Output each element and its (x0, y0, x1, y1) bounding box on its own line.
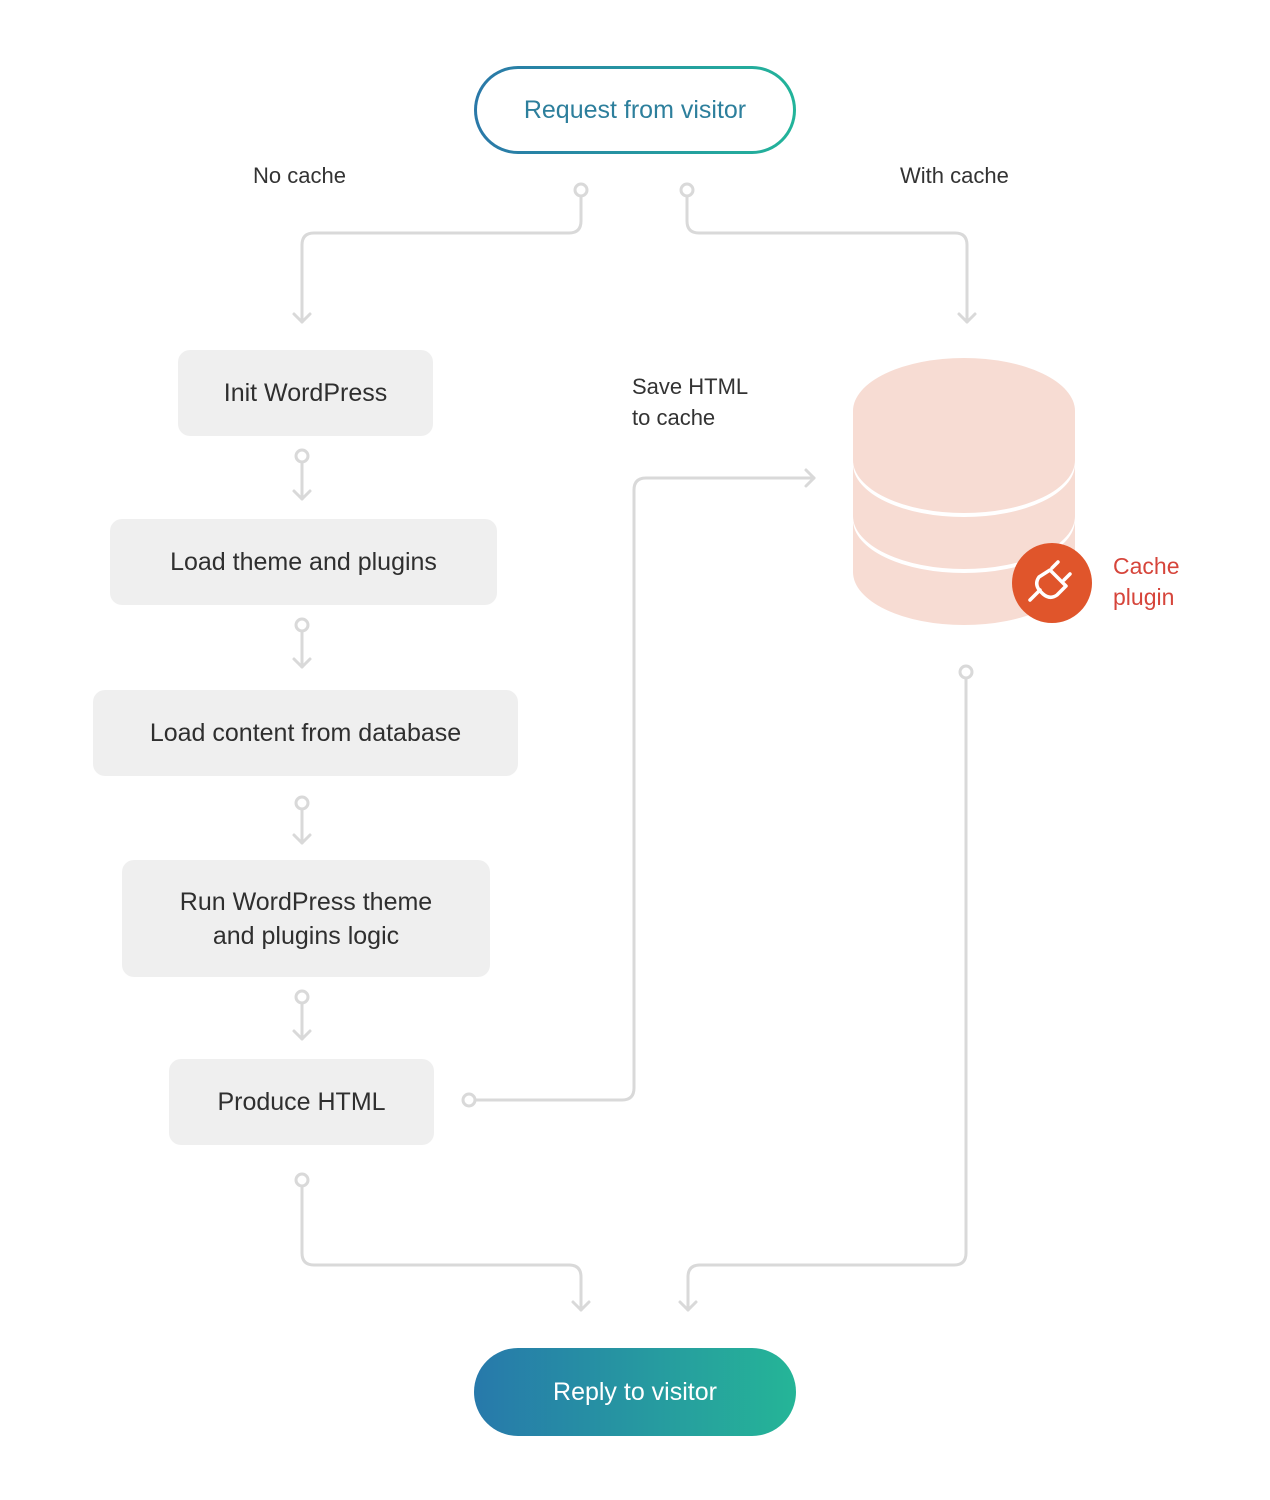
connector-dot (294, 448, 310, 464)
with-cache-label: With cache (900, 163, 1009, 188)
connector-dot (958, 664, 974, 680)
plug-icon (1012, 543, 1092, 623)
reply-to-visitor-label: Reply to visitor (553, 1377, 717, 1406)
request-from-visitor-label: Request from visitor (477, 69, 793, 151)
arrowhead-step-4-5 (292, 1029, 312, 1041)
step-load-content-from-database: Load content from database (93, 690, 518, 776)
step-run-wordpress-logic: Run WordPress theme and plugins logic (122, 860, 490, 977)
database-layer-middle (853, 464, 1075, 569)
arrowhead-step-1-2 (292, 489, 312, 501)
connector-dot (294, 795, 310, 811)
cache-plugin-line-1: Cache (1113, 553, 1180, 579)
connector-dot (294, 617, 310, 633)
arrowhead-cache-to-reply (678, 1300, 698, 1312)
connector-cache-to-reply (686, 676, 968, 1312)
arrowhead-with-cache (957, 312, 977, 324)
reply-to-visitor-node: Reply to visitor (474, 1348, 796, 1436)
cache-plugin-line-2: plugin (1113, 584, 1175, 610)
connector-no-cache (300, 195, 583, 324)
connector-html-to-reply (300, 1185, 583, 1312)
arrowhead-save-to-cache (804, 468, 816, 488)
save-html-line-1: Save HTML (632, 374, 749, 399)
arrowhead-html-to-reply (571, 1300, 591, 1312)
connector-dot (294, 989, 310, 1005)
arrowhead-step-3-4 (292, 833, 312, 845)
connector-dot (461, 1092, 477, 1108)
step-label: Init WordPress (223, 379, 388, 407)
connector-dot (294, 1172, 310, 1188)
connector-save-to-cache (474, 476, 816, 1102)
save-html-line-2: to cache (632, 405, 716, 430)
cache-plugin-label: Cache plugin (1113, 551, 1179, 613)
step-label: Produce HTML (217, 1088, 386, 1116)
step-load-theme-and-plugins: Load theme and plugins (110, 519, 497, 605)
arrowhead-step-2-3 (292, 657, 312, 669)
no-cache-label: No cache (253, 163, 346, 188)
connector-dot (573, 182, 589, 198)
arrowhead-no-cache (292, 312, 312, 324)
save-html-label: Save HTML to cache (632, 371, 748, 433)
step-produce-html: Produce HTML (169, 1059, 434, 1145)
database-top (853, 358, 1075, 464)
connector-dot (679, 182, 695, 198)
request-from-visitor-node: Request from visitor (474, 66, 796, 154)
step-label: Load theme and plugins (170, 548, 437, 576)
connector-with-cache (685, 195, 969, 324)
step-label-line-2: and plugins logic (212, 921, 400, 950)
step-init-wordpress: Init WordPress (178, 350, 433, 436)
step-label-line-1: Run WordPress theme (179, 887, 433, 916)
step-label: Load content from database (149, 719, 462, 747)
